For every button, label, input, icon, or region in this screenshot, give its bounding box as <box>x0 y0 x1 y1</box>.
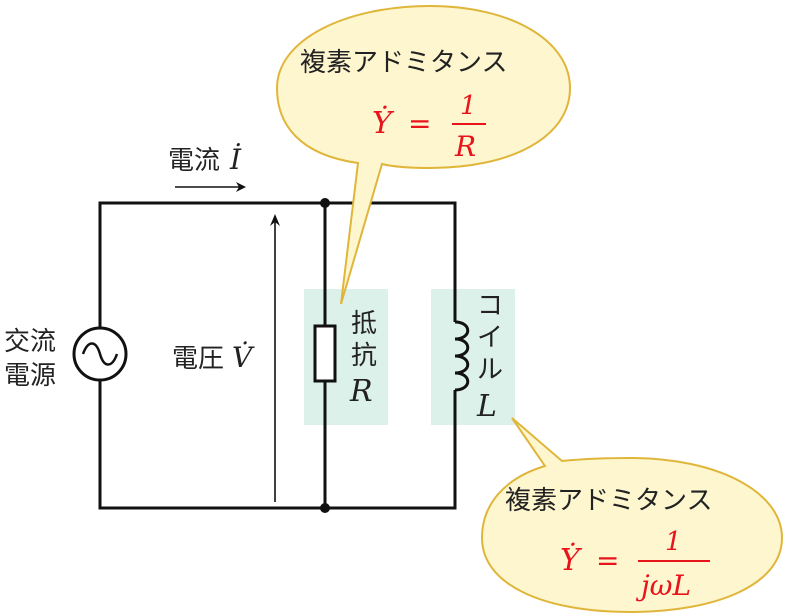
resistor-label-line2: 抗 <box>351 341 377 371</box>
callout-bottom-numerator: 1 <box>665 527 682 557</box>
callout-top-denominator: R <box>454 130 476 163</box>
callout-top-lhs: Ẏ <box>372 105 395 141</box>
current-arrow <box>175 182 246 192</box>
current-label: 電流 <box>168 146 220 176</box>
callout-top-equals: = <box>408 107 431 140</box>
callout-bottom-lhs: Ẏ <box>560 542 583 578</box>
resistor-label-line1: 抵 <box>351 309 377 339</box>
voltage-label: 電圧 <box>172 344 224 374</box>
circuit-wires <box>98 201 457 510</box>
coil-label-line2: イ <box>477 323 503 353</box>
coil-symbol: L <box>476 389 497 424</box>
callout-top: 複素アドミタンス Ẏ = 1 R <box>275 4 572 305</box>
callout-bottom: 複素アドミタンス Ẏ = 1 jωL <box>480 417 784 614</box>
coil-highlight <box>431 289 515 425</box>
ac-source-icon <box>72 326 128 382</box>
source-label-line2: 電源 <box>4 361 56 391</box>
callout-top-numerator: 1 <box>460 91 477 121</box>
coil-icon <box>454 320 470 392</box>
resistor-symbol: R <box>349 374 373 409</box>
junction-top <box>320 198 330 208</box>
junction-bottom <box>320 503 330 513</box>
voltage-arrow <box>270 214 280 502</box>
source-label-line1: 交流 <box>4 327 56 357</box>
callout-bottom-denominator: jωL <box>635 569 691 602</box>
current-symbol: İ <box>229 143 242 176</box>
callout-bottom-title: 複素アドミタンス <box>505 486 712 516</box>
voltage-symbol: V̇ <box>232 341 255 374</box>
callout-top-title: 複素アドミタンス <box>300 48 507 78</box>
coil-label-line3: ル <box>477 355 503 385</box>
callout-bottom-equals: = <box>596 544 619 577</box>
resistor-icon <box>313 324 337 383</box>
coil-label-line1: コ <box>477 291 503 321</box>
